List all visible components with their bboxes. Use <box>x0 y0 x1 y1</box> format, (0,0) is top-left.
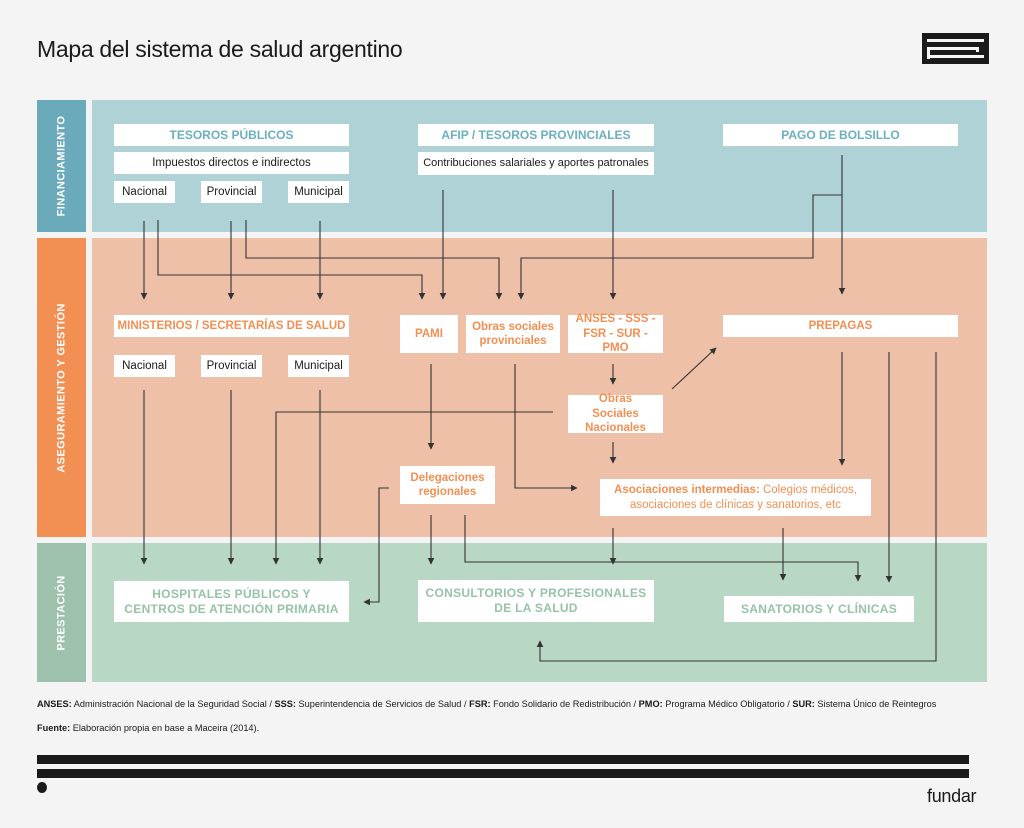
abbr-term: ANSES: <box>37 699 72 709</box>
abbr-meaning: Programa Médico Obligatorio <box>662 699 785 709</box>
abbreviations-note: ANSES: Administración Nacional de la Seg… <box>37 699 936 709</box>
node-delegaciones-regionales: Delegaciones regionales <box>400 466 495 504</box>
abbr-term: SSS: <box>274 699 296 709</box>
node-asociaciones-intermedias: Asociaciones intermedias: Colegios médic… <box>600 479 871 516</box>
node-pami: PAMI <box>400 315 458 353</box>
abbr-meaning: Administración Nacional de la Seguridad … <box>71 699 267 709</box>
consultorios-line2: DE LA SALUD <box>494 601 578 615</box>
abbr-meaning: Sistema Único de Reintegros <box>814 699 937 709</box>
abbr-separator: / <box>630 699 639 709</box>
node-tesoro-municipal: Municipal <box>288 181 349 203</box>
node-anses-sss: ANSES - SSS - FSR - SUR - PMO <box>568 313 663 354</box>
fundar-logo-icon <box>922 33 989 64</box>
node-ministerio-municipal: Municipal <box>288 355 349 377</box>
hospitales-line2: CENTROS DE ATENCIÓN PRIMARIA <box>124 601 339 616</box>
abbr-meaning: Superintendencia de Servicios de Salud <box>295 699 462 709</box>
node-pago-bolsillo: PAGO DE BOLSILLO <box>723 124 958 146</box>
hospitales-line1: HOSPITALES PÚBLICOS Y <box>152 586 311 601</box>
node-obras-sociales-provinciales: Obras sociales provinciales <box>466 315 560 353</box>
abbr-separator: / <box>461 699 470 709</box>
node-ministerio-nacional: Nacional <box>114 355 175 377</box>
source-text: Elaboración propia en base a Maceira (20… <box>70 723 260 733</box>
band-label-text: FINANCIAMIENTO <box>55 115 68 217</box>
footer-bar-top <box>37 755 969 764</box>
brand-wordmark: fundar <box>927 786 977 806</box>
footer-bar-bottom <box>37 769 969 778</box>
node-contribuciones: Contribuciones salariales y aportes patr… <box>418 152 654 175</box>
page-title: Mapa del sistema de salud argentino <box>37 36 403 62</box>
node-ministerios: MINISTERIOS / SECRETARÍAS DE SALUD <box>114 315 349 337</box>
abbr-term: PMO: <box>638 699 663 709</box>
abbr-separator: / <box>784 699 793 709</box>
asociaciones-line2: asociaciones de clínicas y sanatorios, e… <box>630 498 841 511</box>
source-label: Fuente: <box>37 723 71 733</box>
node-tesoro-provincial: Provincial <box>201 181 262 203</box>
band-label-text: PRESTACIÓN <box>55 574 68 651</box>
node-ministerio-provincial: Provincial <box>201 355 262 377</box>
asociaciones-line1: Asociaciones intermedias: Colegios médic… <box>614 483 857 497</box>
abbr-term: FSR: <box>469 699 491 709</box>
node-tesoro-nacional: Nacional <box>114 181 175 203</box>
node-impuestos: Impuestos directos e indirectos <box>114 152 349 174</box>
node-afip: AFIP / TESOROS PROVINCIALES <box>418 124 654 146</box>
source-note: Fuente: Elaboración propia en base a Mac… <box>37 723 259 733</box>
footer-dot <box>37 782 47 793</box>
band-label-aseguramiento: ASEGURAMIENTO Y GESTIÓN <box>37 238 86 537</box>
asociaciones-rest: Colegios médicos, <box>759 484 857 497</box>
band-label-financiamiento: FINANCIAMIENTO <box>37 100 86 232</box>
node-prepagas: PREPAGAS <box>723 315 958 337</box>
node-sanatorios-clinicas: SANATORIOS Y CLÍNICAS <box>724 596 914 622</box>
node-consultorios: CONSULTORIOS Y PROFESIONALES DE LA SALUD <box>418 580 654 622</box>
abbr-separator: / <box>266 699 275 709</box>
node-hospitales-publicos: HOSPITALES PÚBLICOS Y CENTROS DE ATENCIÓ… <box>114 581 349 622</box>
band-label-prestacion: PRESTACIÓN <box>37 543 86 682</box>
node-obras-sociales-nacionales: Obras Sociales Nacionales <box>568 393 663 434</box>
node-tesoros-publicos: TESOROS PÚBLICOS <box>114 124 349 146</box>
abbr-term: SUR: <box>792 699 815 709</box>
abbr-meaning: Fondo Solidario de Redistribución <box>490 699 631 709</box>
band-label-text: ASEGURAMIENTO Y GESTIÓN <box>55 302 68 473</box>
consultorios-line1: CONSULTORIOS Y PROFESIONALES <box>425 586 647 600</box>
asociaciones-bold: Asociaciones intermedias: <box>614 484 760 497</box>
